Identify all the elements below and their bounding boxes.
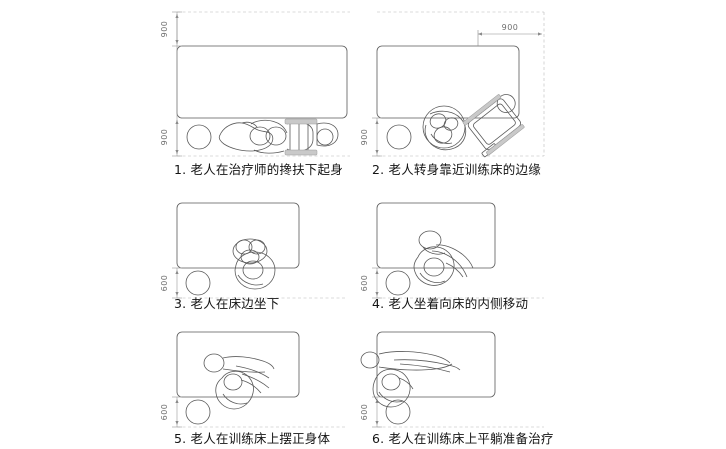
panel-4: 600 4. 老人坐着向床的内侧移动 bbox=[348, 185, 553, 315]
panel-6-caption: 6. 老人在训练床上平躺准备治疗 bbox=[372, 431, 554, 446]
elderly-person-reclining-top-view bbox=[203, 353, 275, 389]
bed-outline bbox=[376, 331, 496, 398]
arrowhead-down bbox=[175, 292, 179, 296]
panel-5-caption: 5. 老人在训练床上摆正身体 bbox=[174, 431, 331, 446]
arrowhead-down bbox=[375, 421, 379, 425]
arrowhead-up bbox=[375, 120, 379, 124]
elderly-person-top-view bbox=[218, 119, 288, 154]
bed-outline bbox=[376, 45, 520, 119]
floor-marker-circle bbox=[386, 124, 412, 150]
floor-marker-circle bbox=[185, 399, 211, 425]
arrowhead-up bbox=[175, 399, 179, 403]
bed-outline bbox=[176, 331, 300, 398]
arrowhead-up bbox=[175, 270, 179, 274]
dimension-label-900-upper: 900 bbox=[160, 21, 169, 38]
floor-marker-circle bbox=[186, 124, 212, 150]
arrowhead-right bbox=[538, 32, 542, 36]
panel-6-drawing: 600 bbox=[360, 331, 544, 428]
bed-outline bbox=[176, 202, 300, 269]
floor-marker-circle bbox=[385, 270, 411, 296]
bed-outline bbox=[176, 45, 348, 119]
therapist-top-view bbox=[234, 251, 276, 290]
elderly-person-rotating-top-view bbox=[422, 105, 467, 151]
panel-3-caption: 3. 老人在床边坐下 bbox=[174, 296, 280, 311]
arrowhead-up-2 bbox=[175, 120, 179, 124]
arrowhead-up-1 bbox=[175, 14, 179, 18]
dimension-label-600: 600 bbox=[160, 275, 169, 292]
therapist-assisting-top-view bbox=[215, 370, 262, 410]
elderly-person-lying-flat-top-view bbox=[360, 351, 461, 373]
panel-5-drawing: 600 bbox=[160, 331, 346, 428]
panel-2-caption: 2. 老人转身靠近训练床的边缘 bbox=[372, 162, 541, 177]
therapist-assisting-top-view bbox=[413, 246, 464, 286]
panel-3-drawing: 600 bbox=[160, 202, 346, 299]
dimension-label-900-left: 900 bbox=[360, 129, 369, 146]
panel-1-caption: 1. 老人在治疗师的搀扶下起身 bbox=[174, 162, 343, 177]
therapist-standing-top-view bbox=[372, 368, 414, 408]
arrowhead-left bbox=[478, 32, 482, 36]
arrowhead-down-1 bbox=[175, 40, 179, 44]
bed-outline bbox=[376, 202, 496, 269]
arrowhead-down bbox=[375, 150, 379, 154]
panel-1-drawing: 900 900 bbox=[160, 11, 350, 157]
wheelchair-wheel bbox=[316, 128, 334, 146]
panel-5: 600 5. 老人在训练床上摆正身体 bbox=[150, 320, 350, 448]
elderly-person-shifting-top-view bbox=[418, 230, 474, 278]
dimension-label-600: 600 bbox=[360, 275, 369, 292]
panel-3: 600 3. 老人在床边坐下 bbox=[150, 185, 350, 315]
arrowhead-up bbox=[375, 399, 379, 403]
dimension-label-900-top: 900 bbox=[502, 23, 519, 32]
panel-1: 900 900 bbox=[150, 4, 350, 179]
therapist-top-view bbox=[286, 121, 314, 152]
panel-4-drawing: 600 bbox=[360, 202, 544, 299]
arrowhead-down-2 bbox=[175, 150, 179, 154]
floor-marker-circle bbox=[385, 399, 411, 425]
wheelchair-top-view bbox=[284, 118, 318, 156]
panel-2-drawing: 900 900 bbox=[360, 11, 545, 158]
wheelchair-back bbox=[316, 122, 339, 147]
dimension-label-900-lower: 900 bbox=[160, 129, 169, 146]
panel-6: 600 6. 老人在训练床上平躺准备治疗 bbox=[348, 320, 553, 448]
panel-2: 900 900 bbox=[348, 4, 553, 179]
arrowhead-down bbox=[375, 292, 379, 296]
arrowhead-up bbox=[375, 270, 379, 274]
floor-marker-circle bbox=[185, 270, 211, 296]
dimension-label-600: 600 bbox=[160, 404, 169, 421]
panel-4-caption: 4. 老人坐着向床的内侧移动 bbox=[372, 296, 529, 311]
wheelchair-rotated-top-view bbox=[462, 94, 525, 158]
arrowhead-down bbox=[175, 421, 179, 425]
dimension-label-600: 600 bbox=[360, 404, 369, 421]
